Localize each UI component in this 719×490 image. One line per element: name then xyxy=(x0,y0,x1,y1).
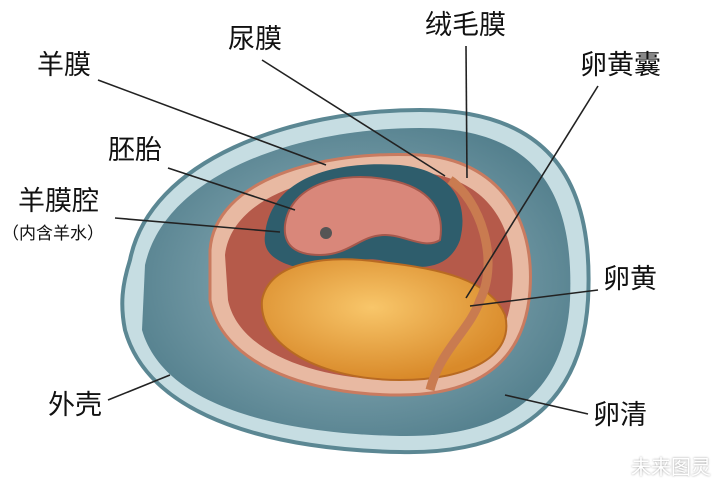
label-amniotic-cavity-note: （内含羊水） xyxy=(2,224,104,244)
label-embryo: 胚胎 xyxy=(108,135,162,166)
label-chorion: 绒毛膜 xyxy=(425,10,506,41)
label-yolk-sac: 卵黄囊 xyxy=(580,50,661,81)
leader-lines xyxy=(97,45,599,415)
watermark: 未来图灵 xyxy=(631,455,711,479)
yolk-sac-stalk xyxy=(425,176,493,392)
label-albumen: 卵清 xyxy=(593,400,647,431)
label-amniotic-cavity: 羊膜腔 xyxy=(18,186,99,217)
label-yolk: 卵黄 xyxy=(603,264,657,295)
label-amnion: 羊膜 xyxy=(37,50,91,81)
label-shell: 外壳 xyxy=(48,390,102,421)
label-allantois: 尿膜 xyxy=(228,24,282,55)
